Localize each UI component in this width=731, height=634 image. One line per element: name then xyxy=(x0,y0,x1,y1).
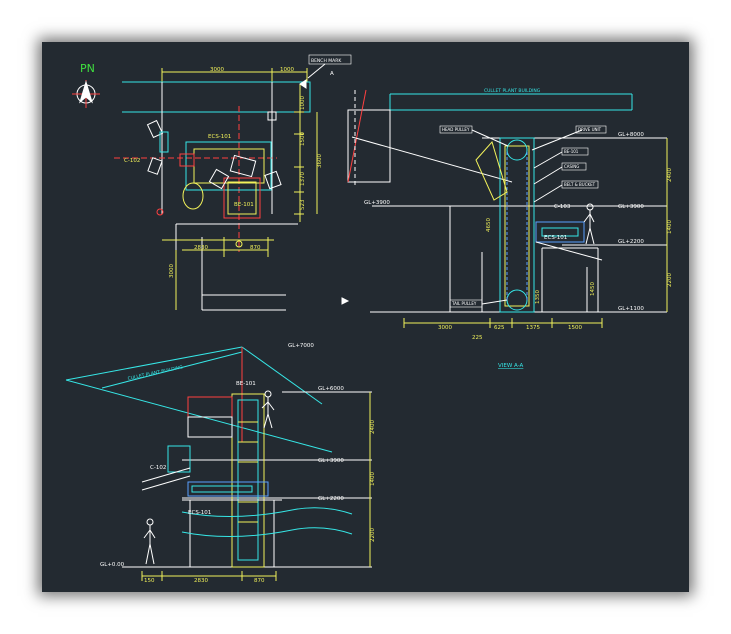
elev-dim-right-2: 1400 xyxy=(370,472,376,486)
plan-label-conveyor: C-102 xyxy=(124,158,140,164)
section-dim-bottom-3: 1375 xyxy=(526,325,540,331)
callout-tail-pulley: TAIL PULLEY xyxy=(451,301,477,306)
section-dim-right-3: 2200 xyxy=(667,273,673,287)
callout-head-pulley: HEAD PULLEY xyxy=(442,127,470,132)
elev-label-elevator: BE-101 xyxy=(236,381,256,387)
north-label: PN xyxy=(80,62,95,75)
plan-dim-v-4: 1370 xyxy=(300,172,306,186)
plan-dim-top-1: 3000 xyxy=(210,67,224,73)
section-dim-bottom-4: 1500 xyxy=(568,325,582,331)
section-dim-small: 225 xyxy=(472,335,483,341)
section-dim-right-2: 1400 xyxy=(667,220,673,234)
callout-casing: CASING xyxy=(564,164,579,169)
section-label-conveyor: C-103 xyxy=(554,204,571,210)
elev-level-gl-6000: GL+6000 xyxy=(318,386,344,392)
plan-section-marker: A xyxy=(330,71,334,77)
elev-dim-bottom-2: 2830 xyxy=(194,578,208,584)
plan-bench-mark: BENCH MARK xyxy=(311,58,342,64)
cad-drawing: PN 3000 1000 BENCH MARK A 1000 1500 3600… xyxy=(65,54,673,584)
section-dim-bottom-1: 3000 xyxy=(438,325,452,331)
plan-label-ecs: ECS-101 xyxy=(208,134,231,140)
section-building-title: CULLET PLANT BUILDING xyxy=(484,88,541,94)
elev-label-conveyor: C-102 xyxy=(150,465,166,471)
level-gl-1100: GL+1100 xyxy=(618,306,644,312)
level-gl-2200: GL+2200 xyxy=(618,239,644,245)
cad-drawing-canvas: PN 3000 1000 BENCH MARK A 1000 1500 3600… xyxy=(42,42,689,592)
section-dim-height-3: 1350 xyxy=(535,290,541,304)
callout-belt-bucket: BELT & BUCKET xyxy=(564,182,596,187)
plan-dim-v-1: 1000 xyxy=(300,96,306,110)
callout-drive-unit: DRIVE UNIT xyxy=(578,127,602,132)
front-elevation xyxy=(65,346,372,581)
elev-label-ecs: ECS-101 xyxy=(188,510,211,516)
level-gl-8000: GL+8000 xyxy=(618,132,644,138)
callout-be: BE-101 xyxy=(564,149,579,154)
plan-view xyxy=(114,63,326,311)
elev-level-gl-7000: GL+7000 xyxy=(288,343,314,349)
level-gl-3900-left: GL+3900 xyxy=(364,200,390,206)
plan-dim-top-2: 1000 xyxy=(280,67,294,73)
plan-dim-left: 3000 xyxy=(169,264,175,278)
elev-level-gl-0: GL+0.00 xyxy=(100,562,125,568)
level-gl-3900: GL+3900 xyxy=(618,204,644,210)
plan-dim-bottom-2: 870 xyxy=(250,245,261,251)
plan-dim-v-3: 3600 xyxy=(317,154,323,168)
north-arrow-icon xyxy=(72,80,100,108)
plan-dim-bottom-1: 2830 xyxy=(194,245,208,251)
section-dim-height-1: 4650 xyxy=(486,218,492,232)
section-view-title: VIEW A-A xyxy=(498,363,524,369)
plan-dim-v-5: 523 xyxy=(300,199,306,210)
section-dim-right-1: 2400 xyxy=(667,168,673,182)
elev-level-gl-2200: GL+2200 xyxy=(318,496,344,502)
elev-dim-right-3: 2200 xyxy=(370,528,376,542)
section-view-a-a xyxy=(341,89,668,328)
section-dim-bottom-2: 625 xyxy=(494,325,505,331)
plan-label-elevator: BE-101 xyxy=(234,202,254,208)
elev-dim-bottom-3: 870 xyxy=(254,578,265,584)
plan-dim-v-2: 1500 xyxy=(300,132,306,146)
section-label-ecs: ECS-101 xyxy=(544,235,567,241)
elev-dim-bottom-1: 150 xyxy=(144,578,155,584)
elev-level-gl-3900: GL+3900 xyxy=(318,458,344,464)
elev-dim-right-1: 2400 xyxy=(370,420,376,434)
section-dim-height-2: 1450 xyxy=(590,282,596,296)
